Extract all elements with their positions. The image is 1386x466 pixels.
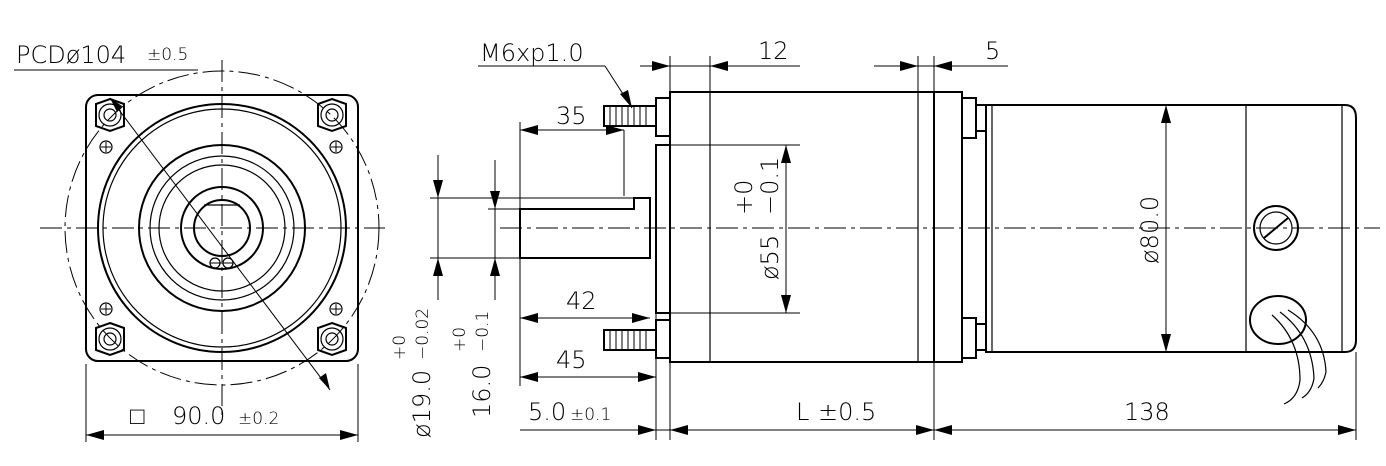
mounting-stud-bottom xyxy=(603,319,671,359)
dim-42: 42 xyxy=(566,287,597,315)
side-view: M6xp1.0 12 5 35 42 45 xyxy=(390,37,1380,440)
small-screws xyxy=(99,140,343,316)
motor-body xyxy=(985,104,1357,353)
length-label: L xyxy=(796,398,809,426)
bolt-top-right xyxy=(317,97,347,133)
pcd-tolerance: ±0.5 xyxy=(147,45,188,65)
width-label: 90.0 xyxy=(172,402,225,430)
thread-label: M6xp1.0 xyxy=(480,39,584,67)
length-tol: ±0.5 xyxy=(818,398,876,426)
front-view: PCDø104 ±0.5 □ 90.0 ±0.2 xyxy=(14,41,385,442)
shoulder-tol: ±0.1 xyxy=(570,405,611,425)
pcd-label: PCDø104 xyxy=(16,41,126,69)
width-tolerance: ±0.2 xyxy=(238,409,279,429)
dim-12: 12 xyxy=(758,37,789,65)
dim-35: 35 xyxy=(556,102,587,130)
bolt-bottom-right xyxy=(317,321,347,357)
shaft-tol-upper: +0 xyxy=(390,335,410,360)
pilot-tol-lower: −0.1 xyxy=(756,157,784,215)
flat-tol-upper: +0 xyxy=(450,327,470,352)
pilot-tol-upper: +0 xyxy=(730,180,758,215)
dim-5: 5 xyxy=(985,37,1000,65)
gearbox-flange xyxy=(933,91,963,363)
shaft-tol-lower: −0.02 xyxy=(413,308,433,360)
motor-length: 138 xyxy=(1124,398,1170,426)
motor-dia: ø80.0 xyxy=(1136,196,1164,264)
shoulder-label: 5.0 xyxy=(528,398,566,426)
dim-45: 45 xyxy=(556,346,587,374)
pilot-boss xyxy=(655,144,671,314)
flat-dim: 16.0 xyxy=(468,365,496,418)
flat-tol-lower: −0.1 xyxy=(473,311,493,352)
cable-wires xyxy=(1271,309,1327,405)
cable-gland xyxy=(1249,295,1307,345)
bolt-top-left xyxy=(95,97,125,133)
pilot-dia: ø55 xyxy=(756,235,784,280)
width-symbol: □ xyxy=(130,402,145,430)
mounting-stud-top xyxy=(603,97,671,137)
shaft-dia: ø19.0 xyxy=(408,370,436,438)
bolt-bottom-left xyxy=(95,321,125,357)
